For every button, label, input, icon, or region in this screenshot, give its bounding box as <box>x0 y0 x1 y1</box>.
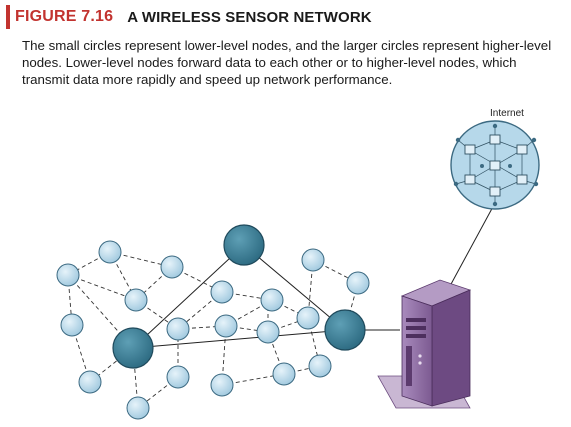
server-tower-icon <box>377 279 472 409</box>
lower-level-node <box>78 370 102 394</box>
internet-label: Internet <box>490 108 524 119</box>
figure-accent-bar <box>6 5 10 29</box>
lower-level-node <box>296 306 320 330</box>
lower-level-node <box>60 313 84 337</box>
figure-caption: The small circles represent lower-level … <box>22 38 552 87</box>
lower-level-node <box>256 320 280 344</box>
figure-label: FIGURE 7.16 <box>15 8 114 25</box>
higher-level-node <box>223 224 265 266</box>
lower-level-node <box>210 280 234 304</box>
lower-level-node <box>260 288 284 312</box>
lower-level-node <box>160 255 184 279</box>
lower-level-node <box>126 396 150 420</box>
higher-level-nodes <box>112 224 366 369</box>
lower-level-node <box>308 354 332 378</box>
figure-title: A WIRELESS SENSOR NETWORK <box>127 8 372 26</box>
lower-level-node <box>166 317 190 341</box>
lower-level-node <box>301 248 325 272</box>
lower-level-node <box>346 271 370 295</box>
figure-header: FIGURE 7.16 A WIRELESS SENSOR NETWORK <box>6 5 372 29</box>
lower-level-node <box>210 373 234 397</box>
lower-level-node <box>124 288 148 312</box>
lower-level-nodes <box>56 240 370 420</box>
lower-level-node <box>272 362 296 386</box>
lower-level-node <box>214 314 238 338</box>
higher-level-node <box>324 309 366 351</box>
higher-level-links <box>132 202 496 349</box>
lower-level-node <box>166 365 190 389</box>
globe-network-icon <box>450 120 540 210</box>
lower-level-node <box>56 263 80 287</box>
higher-level-node <box>112 327 154 369</box>
lower-level-node <box>98 240 122 264</box>
